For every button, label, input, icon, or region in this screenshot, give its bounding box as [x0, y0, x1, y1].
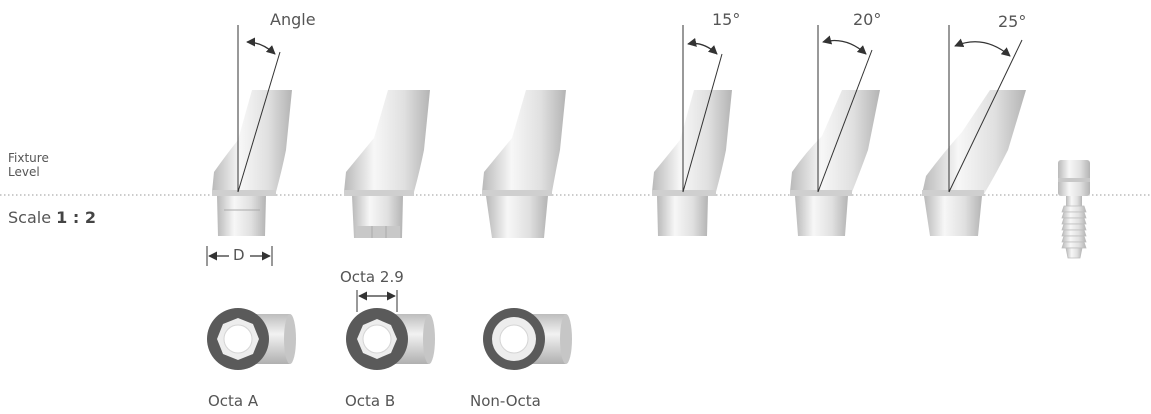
cross-section-label-octa-a: Octa A — [208, 392, 259, 410]
scale-prefix: Scale — [8, 208, 52, 227]
angle-label: Angle — [270, 10, 316, 29]
abutment-25-degree — [922, 25, 1026, 236]
abutment-angled-octa-a — [212, 25, 292, 236]
cross-section-octa-a — [207, 308, 296, 370]
abutment-screw — [1058, 160, 1090, 259]
scale-label: Scale 1 : 2 — [8, 208, 96, 227]
cross-section-octa-b — [346, 308, 435, 370]
cross-section-non-octa — [483, 308, 572, 370]
angle-label-15: 15° — [712, 10, 741, 29]
scale-value: 1 : 2 — [56, 208, 96, 227]
abutment-angled-non-octa — [482, 90, 566, 238]
abutment-20-degree — [790, 25, 880, 236]
abutment-angled-octa-b — [344, 90, 430, 238]
fixture-label-line1: Fixture — [8, 151, 49, 165]
octa-dimension — [356, 290, 398, 312]
fixture-label-line2: Level — [8, 165, 40, 179]
fixture-label: Fixture Level — [8, 151, 49, 179]
diameter-label: D — [233, 246, 245, 264]
cross-section-label-non-octa: Non-Octa — [470, 392, 541, 410]
angle-label-25: 25° — [998, 12, 1027, 31]
abutment-15-degree — [652, 25, 732, 236]
cross-section-label-octa-b: Octa B — [345, 392, 396, 410]
diameter-dimension — [206, 246, 273, 266]
octa-size-label: Octa 2.9 — [340, 268, 404, 286]
angle-label-20: 20° — [853, 10, 882, 29]
